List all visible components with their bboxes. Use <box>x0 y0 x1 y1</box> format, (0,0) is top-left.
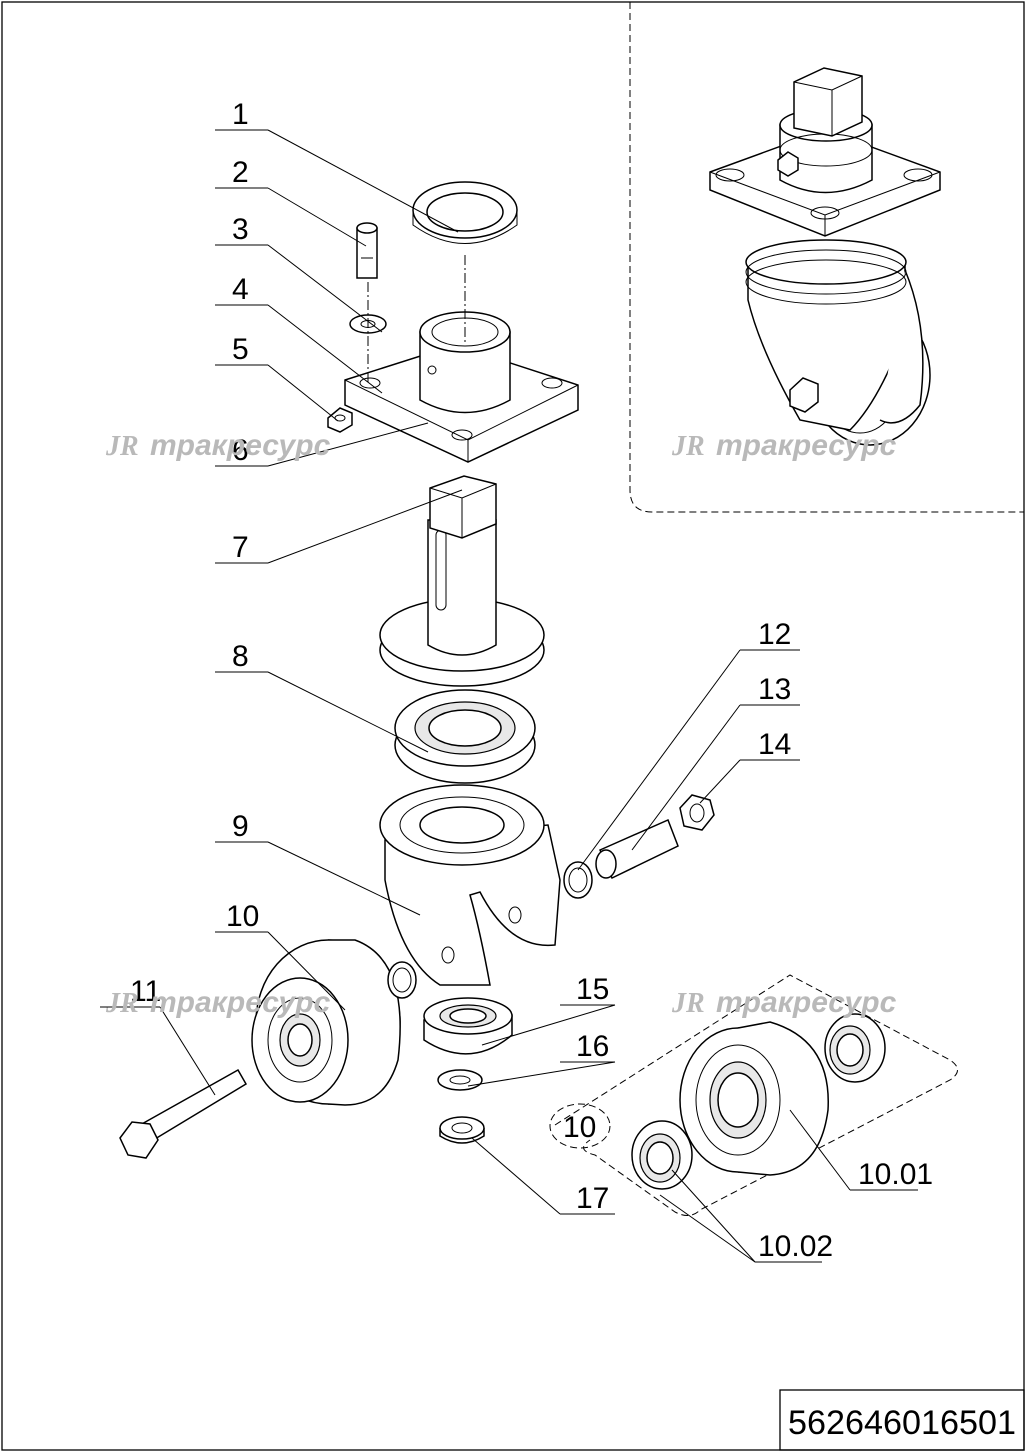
part-12-spacer-ring <box>563 861 593 899</box>
part-10-wheel <box>251 939 401 1106</box>
callout-16: 16 <box>576 1030 609 1063</box>
callout-14: 14 <box>758 728 791 761</box>
part-7-kingpin <box>379 475 545 687</box>
callout-13: 13 <box>758 673 791 706</box>
watermark-1: JR тракресурс <box>105 429 331 462</box>
watermark-4: JR тракресурс <box>671 986 897 1019</box>
watermark-logo: JR <box>105 431 139 462</box>
watermark-3: JR тракресурс <box>105 986 331 1019</box>
callout-10-01: 10.01 <box>858 1158 933 1191</box>
part-16-tab-washer <box>437 1069 483 1091</box>
part-1-slotted-nut <box>412 181 518 244</box>
callout-10-02: 10.02 <box>758 1230 833 1263</box>
part-2-cap-screw <box>356 222 378 279</box>
callout-11: 11 <box>130 975 161 1008</box>
callout-2: 2 <box>232 156 249 189</box>
callout-8: 8 <box>232 640 249 673</box>
assembled-view-frame <box>629 2 1024 513</box>
callout-17: 17 <box>576 1182 609 1215</box>
callout-12: 12 <box>758 618 791 651</box>
watermark-text: тракресурс <box>150 429 331 462</box>
assembled-caster-view <box>709 67 941 446</box>
part-17-slotted-nut <box>439 1116 485 1144</box>
callout-4: 4 <box>232 273 249 306</box>
watermark-text: тракресурс <box>150 986 331 1019</box>
part-11-axle-bolt <box>119 1068 248 1159</box>
callout-10: 10 <box>226 900 259 933</box>
leader-lines <box>100 129 918 1263</box>
wheel-spacer-ring <box>387 961 417 999</box>
watermark-logo: JR <box>105 988 139 1019</box>
part-8-thrust-bearing <box>394 689 536 784</box>
part-6-flange-housing <box>344 311 579 463</box>
callout-10-subassembly: 10 <box>563 1111 596 1144</box>
callout-6: 6 <box>232 434 249 467</box>
callout-15: 15 <box>576 973 609 1006</box>
callout-1: 1 <box>232 98 249 131</box>
part-5-nut <box>327 407 353 433</box>
watermark-logo: JR <box>671 988 705 1019</box>
callout-7: 7 <box>232 531 249 564</box>
watermark-logo: JR <box>671 431 705 462</box>
watermark-text: тракресурс <box>716 429 897 462</box>
part-number-box: 562646016501 <box>779 1389 1025 1451</box>
callout-9: 9 <box>232 810 249 843</box>
part-13-axle-sleeve <box>595 818 679 880</box>
part-number: 562646016501 <box>788 1404 1016 1442</box>
part-9-fork <box>379 784 561 986</box>
callout-labels: 1 2 3 4 5 6 7 8 9 10 11 12 13 14 15 16 1… <box>130 98 933 1263</box>
part-15-ball-bearing <box>423 997 513 1055</box>
callout-5: 5 <box>232 333 249 366</box>
callout-3: 3 <box>232 213 249 246</box>
wheel-subassembly-detail <box>549 974 958 1216</box>
part-14-lock-nut <box>679 794 715 831</box>
watermark-2: JR тракресурс <box>671 429 897 462</box>
watermark-text: тракресурс <box>716 986 897 1019</box>
